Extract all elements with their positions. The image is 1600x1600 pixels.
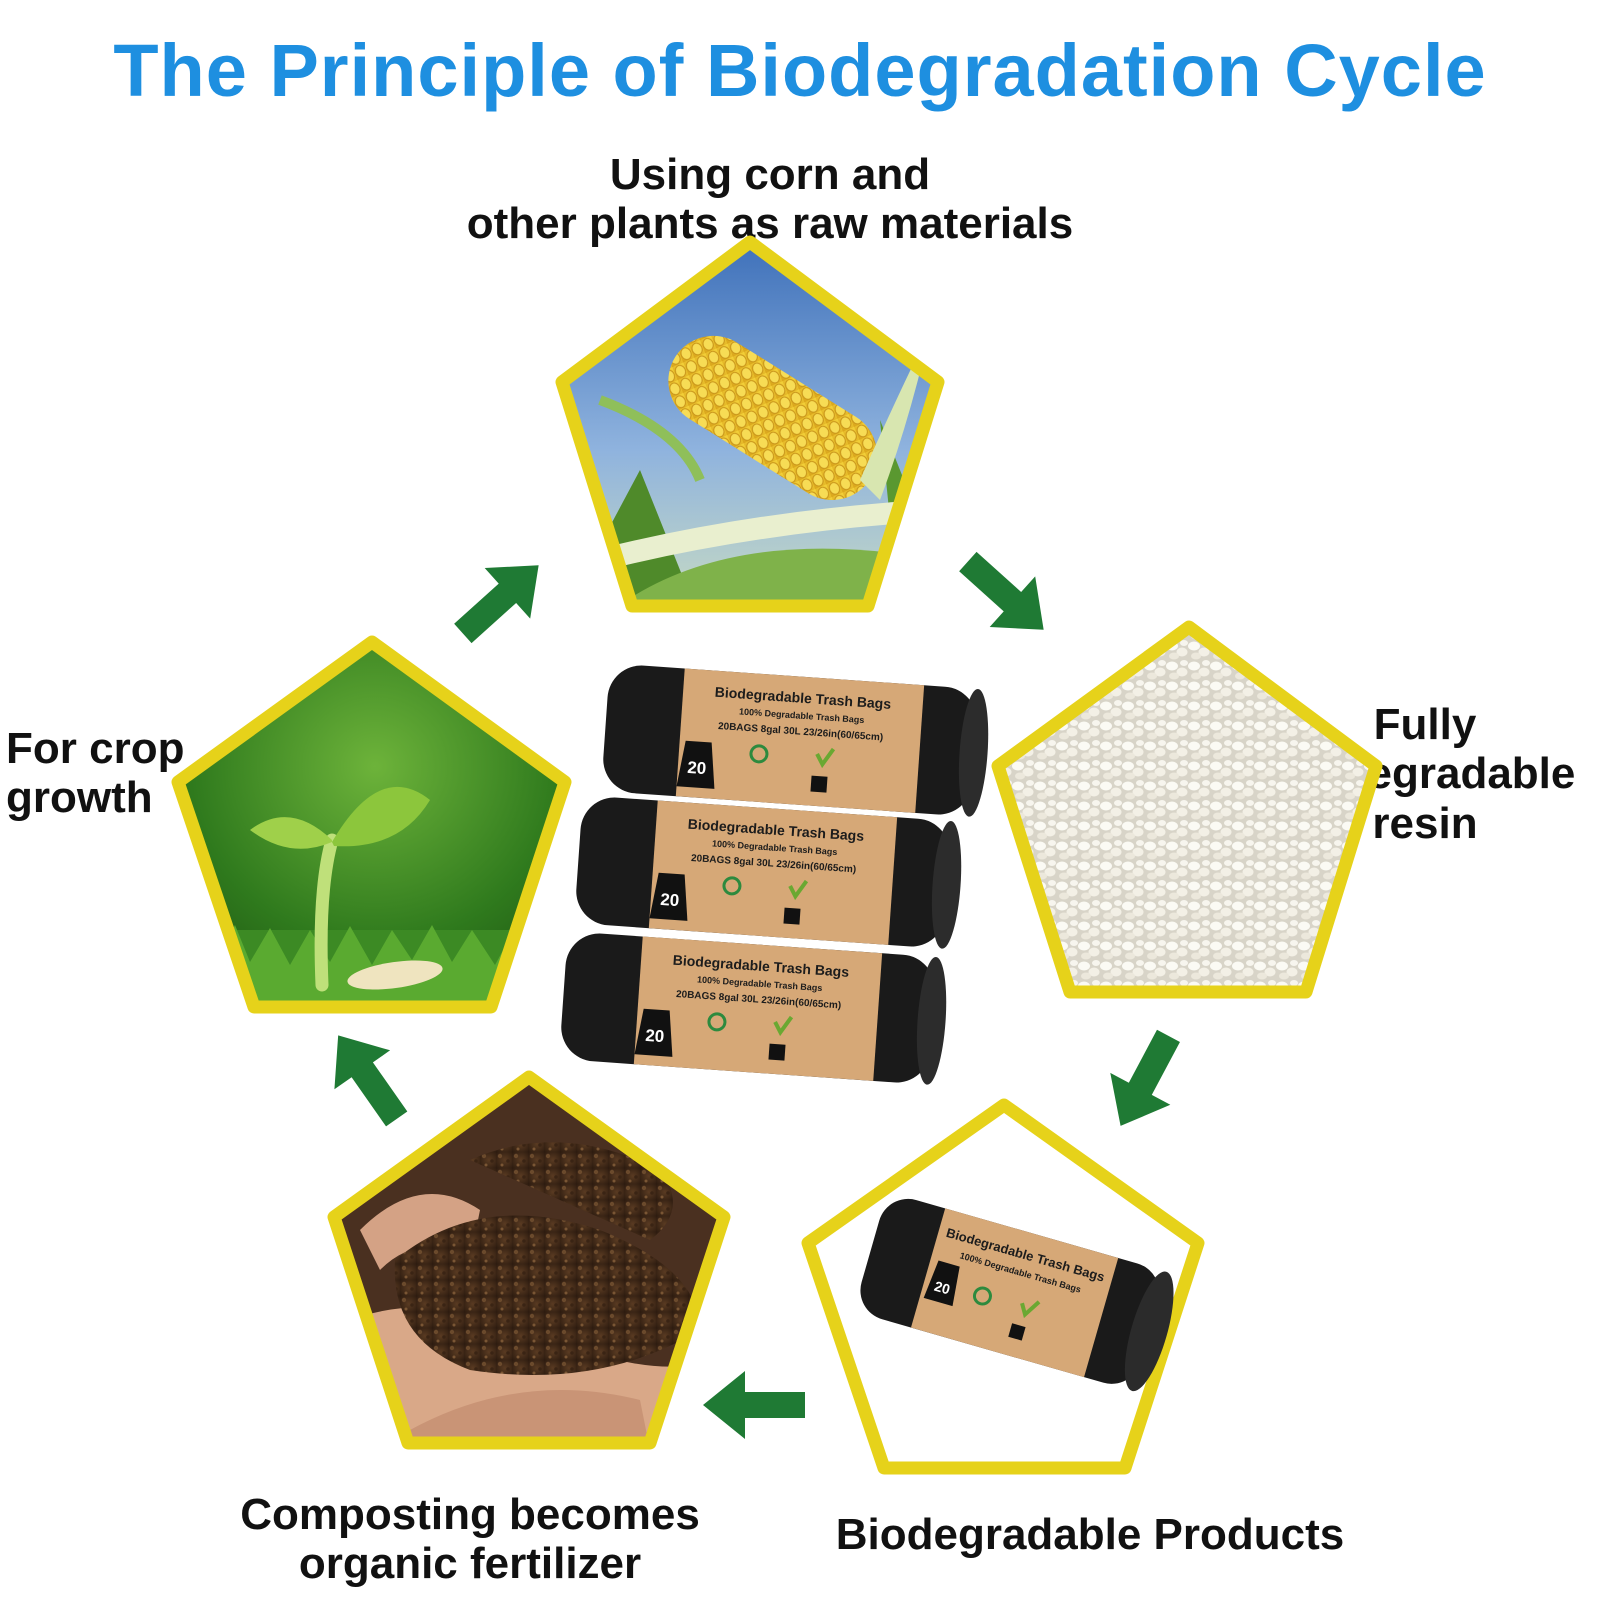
seedling-image xyxy=(171,635,572,1014)
corn-image xyxy=(555,235,945,613)
bag-roll-1: Biodegradable Trash Bags 100% Degradable… xyxy=(603,665,989,817)
arrow-corn-to-resin-icon xyxy=(959,551,1044,630)
corn-frame xyxy=(555,235,945,613)
crop-label-line2: growth xyxy=(6,773,153,823)
raw-materials-label-line1: Using corn and xyxy=(609,150,931,199)
arrow-products-to-compost-icon xyxy=(703,1371,805,1439)
raw-materials-label-line2: other plants as raw materials xyxy=(466,199,1074,249)
compost-label-line1: Composting becomes xyxy=(240,1490,700,1539)
products-image: Biodegradable Trash Bags 100% Degradable… xyxy=(801,1098,1205,1475)
resin-pellets-image xyxy=(991,620,1383,999)
crop-label: For crop growth xyxy=(6,724,226,823)
recycle-icon xyxy=(972,1286,992,1306)
single-bag-count: 20 xyxy=(933,1278,953,1298)
compost-label-line2: organic fertilizer xyxy=(298,1539,642,1589)
center-bag-stack: Biodegradable Trash Bags 100% Degradable… xyxy=(561,665,989,1085)
bag-1-count: 20 xyxy=(687,758,707,778)
page-title: The Principle of Biodegradation Cycle xyxy=(113,29,1487,112)
bin-icon xyxy=(1008,1323,1026,1341)
crop-label-line1: For crop xyxy=(6,724,185,773)
raw-materials-label: Using corn and other plants as raw mater… xyxy=(430,150,1110,249)
check-icon xyxy=(1020,1300,1041,1319)
flow-arrows xyxy=(334,551,1180,1439)
resin-frame xyxy=(991,620,1383,999)
arrow-resin-to-products-icon xyxy=(1110,1029,1180,1126)
bag-3-count: 20 xyxy=(645,1026,665,1046)
arrow-compost-to-crop-icon xyxy=(334,1035,408,1127)
compost-frame xyxy=(327,1070,731,1450)
bag-roll-3: Biodegradable Trash Bags 100% Degradable… xyxy=(561,933,947,1085)
compost-label: Composting becomes organic fertilizer xyxy=(200,1490,740,1589)
resin-label-line1: Fully xyxy=(1373,700,1477,749)
bag-roll-2: Biodegradable Trash Bags 100% Degradable… xyxy=(576,797,962,949)
compost-soil-image xyxy=(327,1070,731,1450)
products-label: Biodegradable Products xyxy=(835,1510,1345,1559)
arrow-crop-to-corn-icon xyxy=(454,565,539,644)
crop-frame xyxy=(171,635,572,1014)
single-bag-roll: Biodegradable Trash Bags 100% Degradable… xyxy=(860,1198,1174,1392)
bag-2-count: 20 xyxy=(660,890,680,910)
resin-label-line3: resin xyxy=(1372,798,1478,848)
